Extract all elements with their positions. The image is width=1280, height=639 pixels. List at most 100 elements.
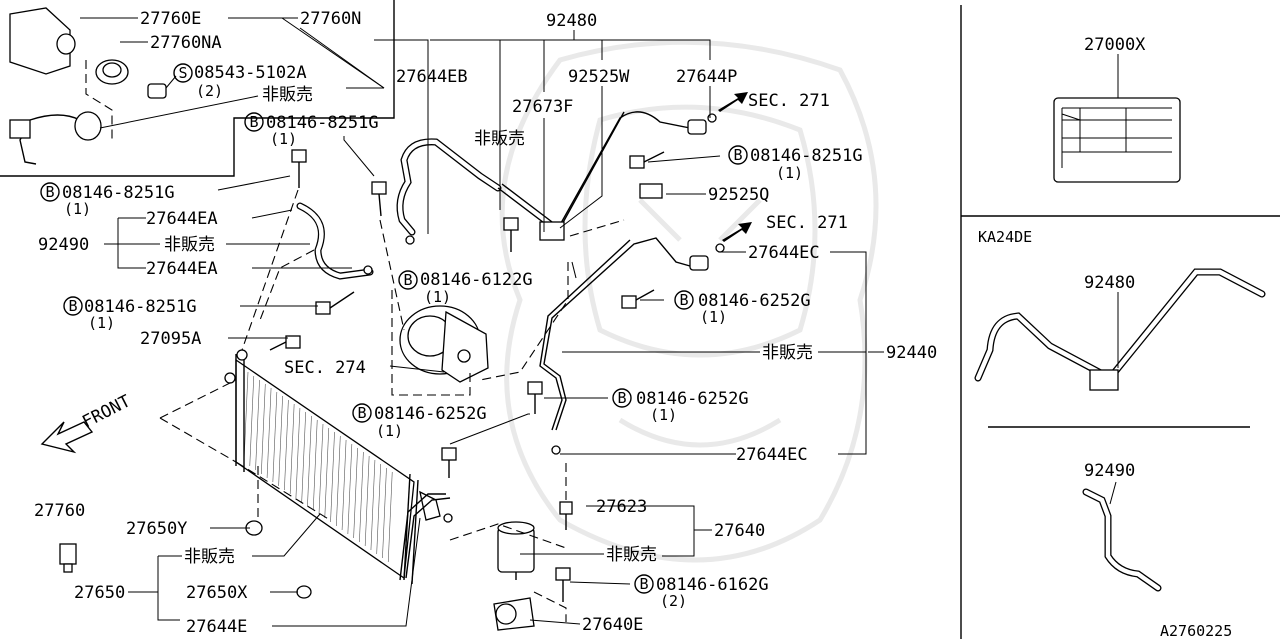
label-27644EA-b: 27644EA [146,259,218,279]
label-08146-6252G-b-qty: (1) [650,406,677,424]
label-27644E: 27644E [186,617,247,637]
ka24de-hose-92480 [974,268,1266,391]
label-92490-ka24de: 92490 [1084,461,1135,481]
condenser-fin [370,459,376,551]
condenser-fin [255,379,260,471]
label-27673F: 27673F [512,97,573,117]
condenser-fin [330,431,335,523]
compressor [399,305,489,383]
condenser-fin [364,455,370,547]
label-27760NA: 27760NA [150,33,222,53]
receiver-drier [493,521,535,631]
condenser [159,349,441,585]
svg-text:B: B [68,297,77,315]
circle-symbol-b9: B [634,574,654,594]
label-08146-6122G: 08146-6122G [420,270,533,290]
condenser-fin [324,427,330,519]
label-08146-8251G-d: 08146-8251G [750,146,863,166]
assembly-lines [241,189,625,622]
label-27760N: 27760N [300,9,361,29]
condenser-fin [341,439,347,531]
label-plate [1053,54,1181,183]
label-27000X: 27000X [1084,35,1146,55]
condenser-fin [382,467,387,559]
label-08146-6162G-qty: (2) [660,592,687,610]
label-08543-5102A: 08543-5102A [194,63,307,83]
label-08543-qty: (2) [196,82,223,100]
label-08146-8251G-c-qty: (1) [88,314,115,332]
condenser-fin [278,395,283,487]
label-27623: 27623 [596,497,647,517]
direction-arrows [40,92,752,454]
label-sec-274: SEC. 274 [284,358,366,378]
label-08146-6252G-b: 08146-6252G [636,389,749,409]
circle-symbol-b2: B [40,182,60,202]
label-08146-8251G-d-qty: (1) [776,164,803,182]
condenser-fin [272,391,278,483]
label-92490: 92490 [38,235,89,255]
condenser-fin [261,383,266,475]
leader-lines [104,30,884,627]
circle-symbol-b5: B [398,270,418,290]
condenser-fin [318,423,324,515]
hoses [296,111,709,581]
figure-reference-code: A2760225 [1160,622,1232,639]
condenser-fin [312,419,318,511]
label-not-for-sale-r: 非販売 [762,343,813,363]
label-27644EB: 27644EB [396,67,468,87]
label-not-for-sale-bl: 非販売 [184,547,235,567]
condenser-fin [353,447,358,539]
circle-symbol-b7: B [612,388,632,408]
label-08146-6252G-a: 08146-6252G [698,291,811,311]
label-92480: 92480 [546,11,597,31]
condenser-fin [301,411,306,503]
label-sec-271-b: SEC. 271 [766,213,848,233]
svg-text:B: B [249,113,258,131]
part-labels: 27760E 27760N 27760NA 08543-5102A (2) 非販… [34,9,1232,639]
circle-symbol-b4: B [728,145,748,165]
label-27644EC-b: 27644EC [736,445,808,465]
label-08146-6122G-qty: (1) [424,288,451,306]
circle-symbol-b8: B [352,403,372,423]
condenser-fin [347,443,353,535]
svg-text:B: B [45,183,54,201]
label-ka24de: KA24DE [978,228,1032,246]
label-27644EA-a: 27644EA [146,209,218,229]
label-27644EC-a: 27644EC [748,243,820,263]
circle-symbol-b3: B [63,296,83,316]
condenser-fin [249,375,255,467]
label-not-for-sale-c: 非販売 [474,129,525,149]
label-08146-6252G-a-qty: (1) [700,308,727,326]
condenser-fin [336,435,341,527]
ka24de-hose-92490 [1082,481,1162,592]
bolts [59,113,725,602]
svg-text:S: S [178,64,187,82]
label-27760: 27760 [34,501,85,521]
condenser-fin [387,471,393,563]
label-92525W: 92525W [568,67,630,87]
label-27640E: 27640E [582,615,643,635]
condenser-fin [307,415,312,507]
label-not-for-sale-l: 非販売 [164,235,215,255]
label-sec-271-a: SEC. 271 [748,91,830,111]
svg-text:B: B [639,575,648,593]
sensor-inset [9,7,385,165]
label-92440: 92440 [886,343,937,363]
label-27650Y: 27650Y [126,519,187,539]
label-08146-8251G-a-qty: (1) [270,130,297,148]
label-27650X: 27650X [186,583,248,603]
label-92525Q: 92525Q [708,185,769,205]
label-not-for-sale-tl: 非販売 [262,85,313,105]
condenser-fin [376,463,381,555]
circle-symbol-s1: S [173,63,193,83]
circle-symbol-b1: B [244,112,264,132]
label-27644P: 27644P [676,67,737,87]
svg-text:B: B [679,291,688,309]
circle-symbol-b6: B [674,290,694,310]
label-08146-8251G-c: 08146-8251G [84,297,197,317]
condenser-fin [289,403,295,495]
svg-text:B: B [617,389,626,407]
bolt-symbols: S B B B B B B B B B [40,63,748,594]
